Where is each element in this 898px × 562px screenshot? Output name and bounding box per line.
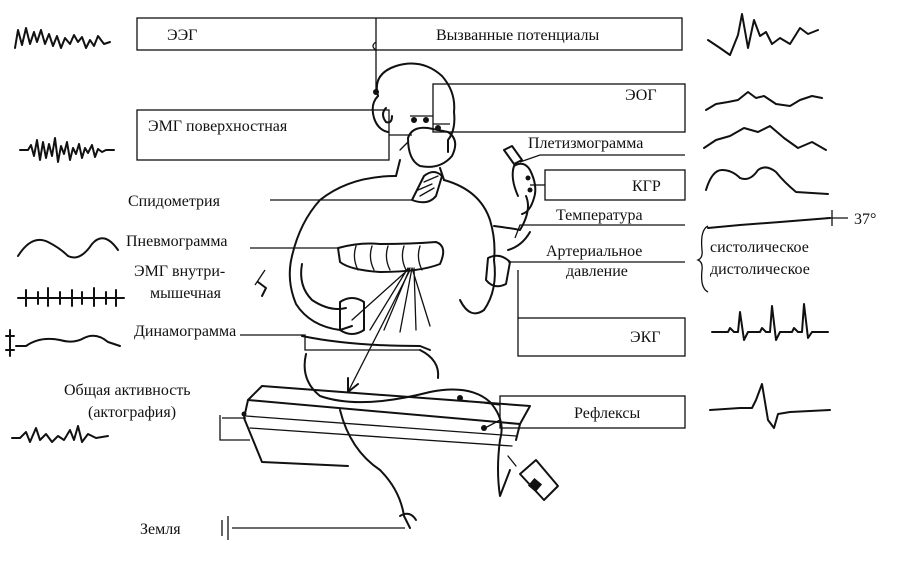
- pneumogram-label: Пневмограмма: [126, 233, 228, 250]
- emg-intra-waveform: [17, 287, 125, 307]
- ecg-waveform: [711, 303, 829, 341]
- bp-label-line2: давление: [566, 263, 628, 280]
- reflexes-label: Рефлексы: [574, 405, 641, 422]
- bp-brace: [696, 225, 709, 293]
- activity-label-line1: Общая активность: [64, 382, 191, 399]
- dynamogram-label: Динамограмма: [134, 323, 236, 340]
- temperature-waveform: [707, 217, 831, 229]
- pneumogram-waveform: [17, 237, 119, 259]
- plethysmogram-label: Плетизмограмма: [528, 135, 643, 152]
- temperature-value: 37°: [854, 211, 876, 228]
- actography-waveform: [11, 425, 109, 443]
- syringe-icon: [507, 455, 559, 501]
- temperature-label: Температура: [556, 207, 643, 224]
- emg-surface-waveform: [19, 137, 115, 163]
- eeg-label: ЭЭГ: [167, 27, 197, 44]
- ground-symbol-icon: [221, 516, 229, 540]
- plethysmogram-waveform: [705, 166, 829, 195]
- bp-label-line1: Артериальное: [546, 243, 642, 260]
- emg-intra-label-line1: ЭМГ внутри-: [134, 263, 225, 280]
- emg-intra-label-line2: мышечная: [150, 285, 222, 302]
- ecg-box: [517, 317, 686, 357]
- eog-waveform-2: [703, 125, 827, 151]
- eog-label: ЭОГ: [625, 87, 657, 104]
- eog-waveform-1: [705, 91, 823, 111]
- ecg-label: ЭКГ: [630, 329, 660, 346]
- eog-box: [432, 83, 686, 133]
- reflex-waveform: [709, 383, 831, 429]
- eeg-waveform: [14, 27, 111, 49]
- dynamogram-waveform: [5, 329, 121, 357]
- emg-needle-electrode: [257, 281, 267, 297]
- bench-seat: [241, 385, 531, 467]
- gsr-box: [544, 169, 686, 201]
- diastolic-label: дистолическое: [710, 261, 810, 278]
- emg-surface-label: ЭМГ поверхностная: [148, 118, 288, 135]
- systolic-label: систолическое: [710, 239, 809, 256]
- electrode-icon: [241, 411, 247, 417]
- eeg-evoked-box: [136, 17, 683, 51]
- plethysmograph-sensor: [503, 145, 523, 165]
- activity-label-line2: (актография): [88, 404, 176, 421]
- ground-label: Земля: [140, 521, 181, 538]
- gsr-label: КГР: [632, 178, 661, 195]
- evoked-potential-waveform: [707, 13, 819, 56]
- evoked-potentials-label: Вызванные потенциалы: [436, 27, 600, 44]
- seated-person-figure: [288, 62, 559, 529]
- reflexes-box: [499, 395, 686, 429]
- spirometry-label: Спидометрия: [128, 193, 221, 210]
